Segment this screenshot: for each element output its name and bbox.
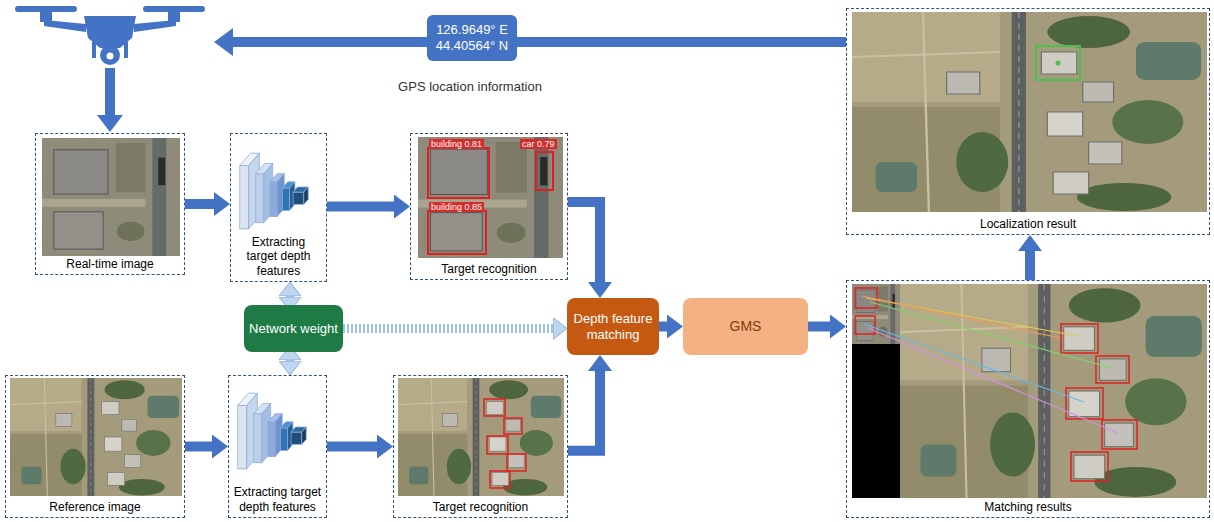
detection-box <box>428 211 486 254</box>
detection-box <box>490 471 510 488</box>
panel-caption: Real-time image <box>66 257 153 271</box>
coordinate-box: 126.9649° E44.40564° N <box>427 15 517 61</box>
box-label: Depth feature matching <box>571 311 655 342</box>
image-panel: Extracting target depth features <box>230 133 327 282</box>
leg <box>124 42 128 58</box>
detection-tag: car 0.79 <box>520 139 557 149</box>
detection-tag: building 0.81 <box>429 139 484 149</box>
detection-photo <box>398 378 564 496</box>
drone-icon <box>15 6 205 65</box>
gps-caption: GPS location information <box>396 80 544 95</box>
detection-box <box>536 152 553 190</box>
flow-arrow <box>1025 251 1035 280</box>
rotor <box>15 6 77 12</box>
flow-arrow <box>327 202 394 212</box>
weight-share-arrow <box>286 296 295 297</box>
process-box: Depth feature matching <box>567 298 659 355</box>
flow-arrow <box>185 199 214 209</box>
panel-caption: Extracting target depth features <box>235 235 322 278</box>
box-label: GMS <box>730 318 762 335</box>
location-box <box>1036 46 1080 80</box>
camera <box>100 45 120 65</box>
rotor <box>143 6 205 12</box>
detection-box <box>1066 388 1103 419</box>
image-panel: Extracting target depth features <box>228 375 327 518</box>
detection-box <box>1096 356 1129 383</box>
leg <box>92 42 96 58</box>
box-label: 44.40564° N <box>436 38 508 54</box>
detection-box <box>1071 452 1108 481</box>
weight-box: Network weight <box>244 305 343 352</box>
match-line <box>868 328 1118 433</box>
drone-body <box>84 16 136 48</box>
panel-caption: Matching results <box>984 500 1071 514</box>
detection-box <box>855 316 875 334</box>
localization-photo <box>852 12 1207 212</box>
reference-photo <box>10 378 182 496</box>
panel-caption: Target recognition <box>433 500 528 514</box>
flow-arrow <box>185 442 212 452</box>
process-box: GMS <box>683 298 808 355</box>
flow-arrow <box>568 371 600 451</box>
detection-box <box>428 148 489 198</box>
arrow-head <box>97 115 123 132</box>
matching-photo <box>852 284 900 344</box>
cnn-icon <box>238 393 306 469</box>
match-line <box>862 296 1060 338</box>
image-panel: Real-time image <box>35 133 185 275</box>
weight-share-arrow <box>343 324 553 333</box>
flow-arrow <box>808 322 830 332</box>
gps-arrow <box>232 37 427 47</box>
flow-arrow <box>517 37 846 47</box>
flow-arrow <box>568 202 600 282</box>
arm <box>134 20 176 32</box>
weight-share-arrow <box>286 360 295 361</box>
cnn-icon <box>240 153 308 229</box>
detection-box <box>487 436 508 454</box>
detection-box <box>507 454 526 471</box>
padding <box>852 344 900 498</box>
lens <box>107 53 114 60</box>
image-panel: Target recognition <box>393 375 568 518</box>
panel-caption: Reference image <box>49 500 140 514</box>
detection-tag: building 0.85 <box>429 202 484 212</box>
arrow-head <box>214 28 233 56</box>
panel-caption: Localization result <box>980 217 1076 231</box>
image-panel: Localization result <box>846 8 1210 235</box>
box-label: Network weight <box>249 321 338 337</box>
real-time-photo <box>42 138 180 256</box>
panel-caption: Extracting target depth features <box>233 485 322 514</box>
image-panel: Reference image <box>5 375 185 518</box>
arm <box>44 20 86 32</box>
image-panel: Matching results <box>846 280 1210 518</box>
box-label: 126.9649° E <box>436 22 508 38</box>
panel-caption: Target recognition <box>441 262 536 276</box>
location-dot <box>1056 61 1061 66</box>
detection-box <box>1061 324 1098 353</box>
detection-photo <box>418 137 563 258</box>
flow-arrow <box>659 322 667 332</box>
capture-arrow <box>105 68 115 116</box>
flow-arrow <box>327 442 377 452</box>
match-line <box>870 302 1112 368</box>
detection-box <box>504 418 522 434</box>
detection-box <box>484 399 505 416</box>
detection-box <box>1102 420 1137 449</box>
